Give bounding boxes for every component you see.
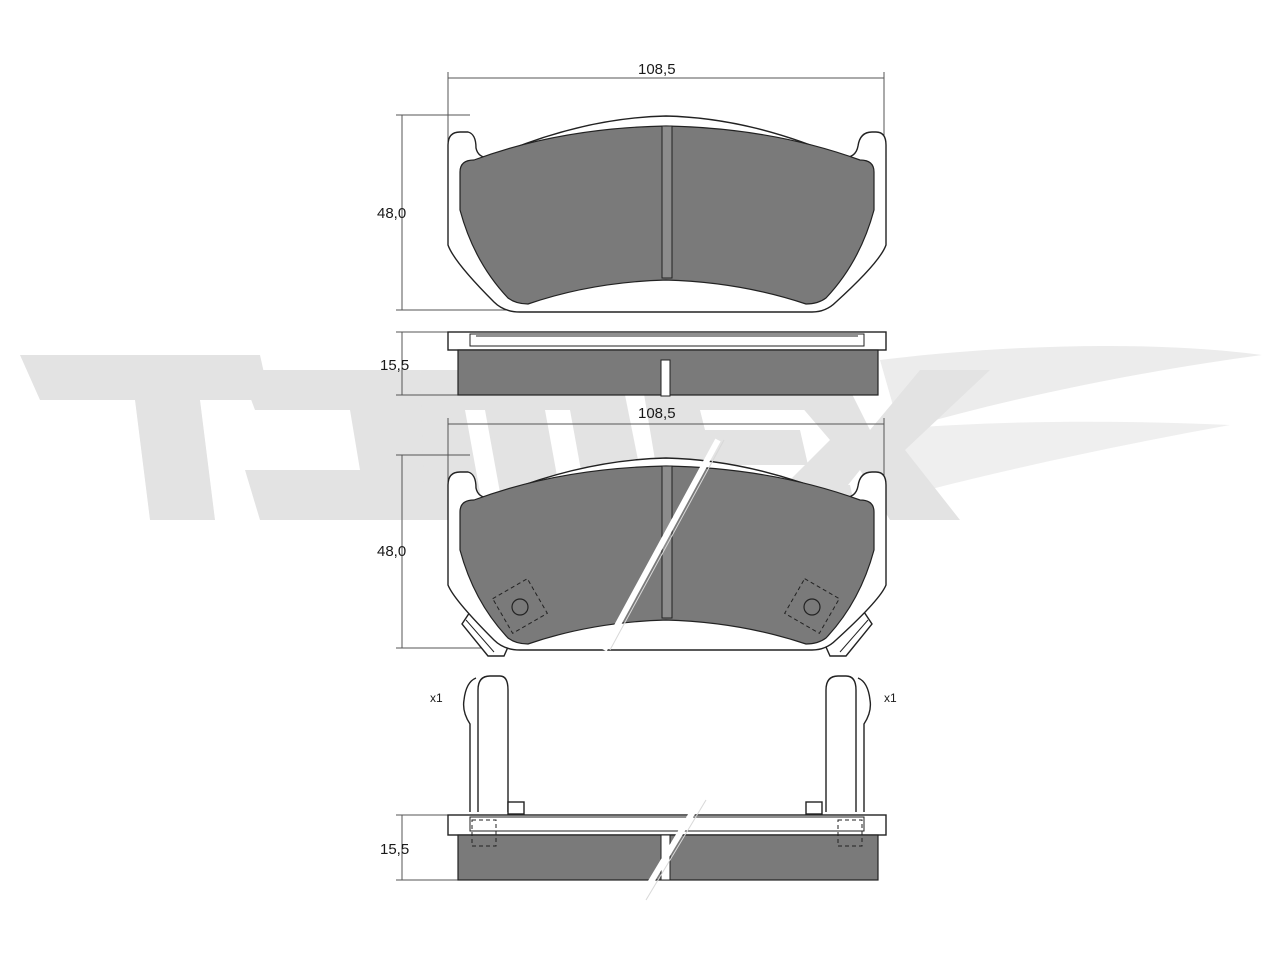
sensor-hole-right — [803, 598, 821, 616]
watermark-letters — [20, 355, 990, 520]
thickness-dimension-label: 15,5 — [380, 357, 409, 374]
width-dimension-label: 108,5 — [638, 61, 676, 78]
clip-left-qty: x1 — [430, 691, 443, 705]
clip-right-body — [825, 675, 857, 812]
clip-left-tab — [507, 801, 525, 815]
clip-right: x1 — [805, 675, 897, 815]
watermark-stroke-2 — [637, 798, 703, 902]
pad-bottom-side-view: 15,5 — [380, 814, 887, 881]
clip-right-tab — [805, 801, 823, 815]
side-plate-inner — [469, 333, 865, 347]
watermark-stroke-2-edge — [645, 799, 707, 901]
wear-indicator-left-line — [465, 619, 495, 653]
watermark-stroke-1 — [601, 438, 721, 652]
thickness-dimension-label-2: 15,5 — [380, 841, 409, 858]
sensor-hole-left — [511, 598, 529, 616]
side-backing-plate-2 — [447, 814, 887, 836]
clip-left-body — [477, 675, 509, 812]
clip-left: x1 — [430, 675, 525, 815]
sensor-mount-right-outline — [783, 577, 841, 635]
sensor-mount-right — [783, 577, 841, 635]
clip-right-spring — [857, 677, 872, 812]
sensor-mount-left — [491, 577, 549, 635]
side-plate-inner-2 — [469, 816, 865, 832]
center-slot — [661, 125, 673, 279]
sensor-mount-left-outline — [491, 577, 549, 635]
height-dimension-label: 48,0 — [377, 205, 406, 222]
pad-top-side-view: 15,5 — [380, 331, 887, 397]
side-slot — [660, 359, 671, 397]
clip-right-hidden — [837, 819, 863, 847]
pad-bottom-front-view: 108,5 48,0 — [377, 405, 887, 657]
width-dimension-label-2: 108,5 — [638, 405, 676, 422]
height-dimension-label-2: 48,0 — [377, 543, 406, 560]
wear-indicator-right-line — [839, 619, 869, 653]
watermark-stroke-1-edge — [609, 439, 725, 651]
clip-left-hidden — [471, 819, 497, 847]
side-backing-plate — [447, 331, 887, 351]
clip-left-spring — [462, 677, 477, 812]
clip-right-qty: x1 — [884, 691, 897, 705]
pad-top-front-view: 108,5 48,0 — [377, 61, 887, 313]
watermark-strokes — [601, 438, 725, 902]
